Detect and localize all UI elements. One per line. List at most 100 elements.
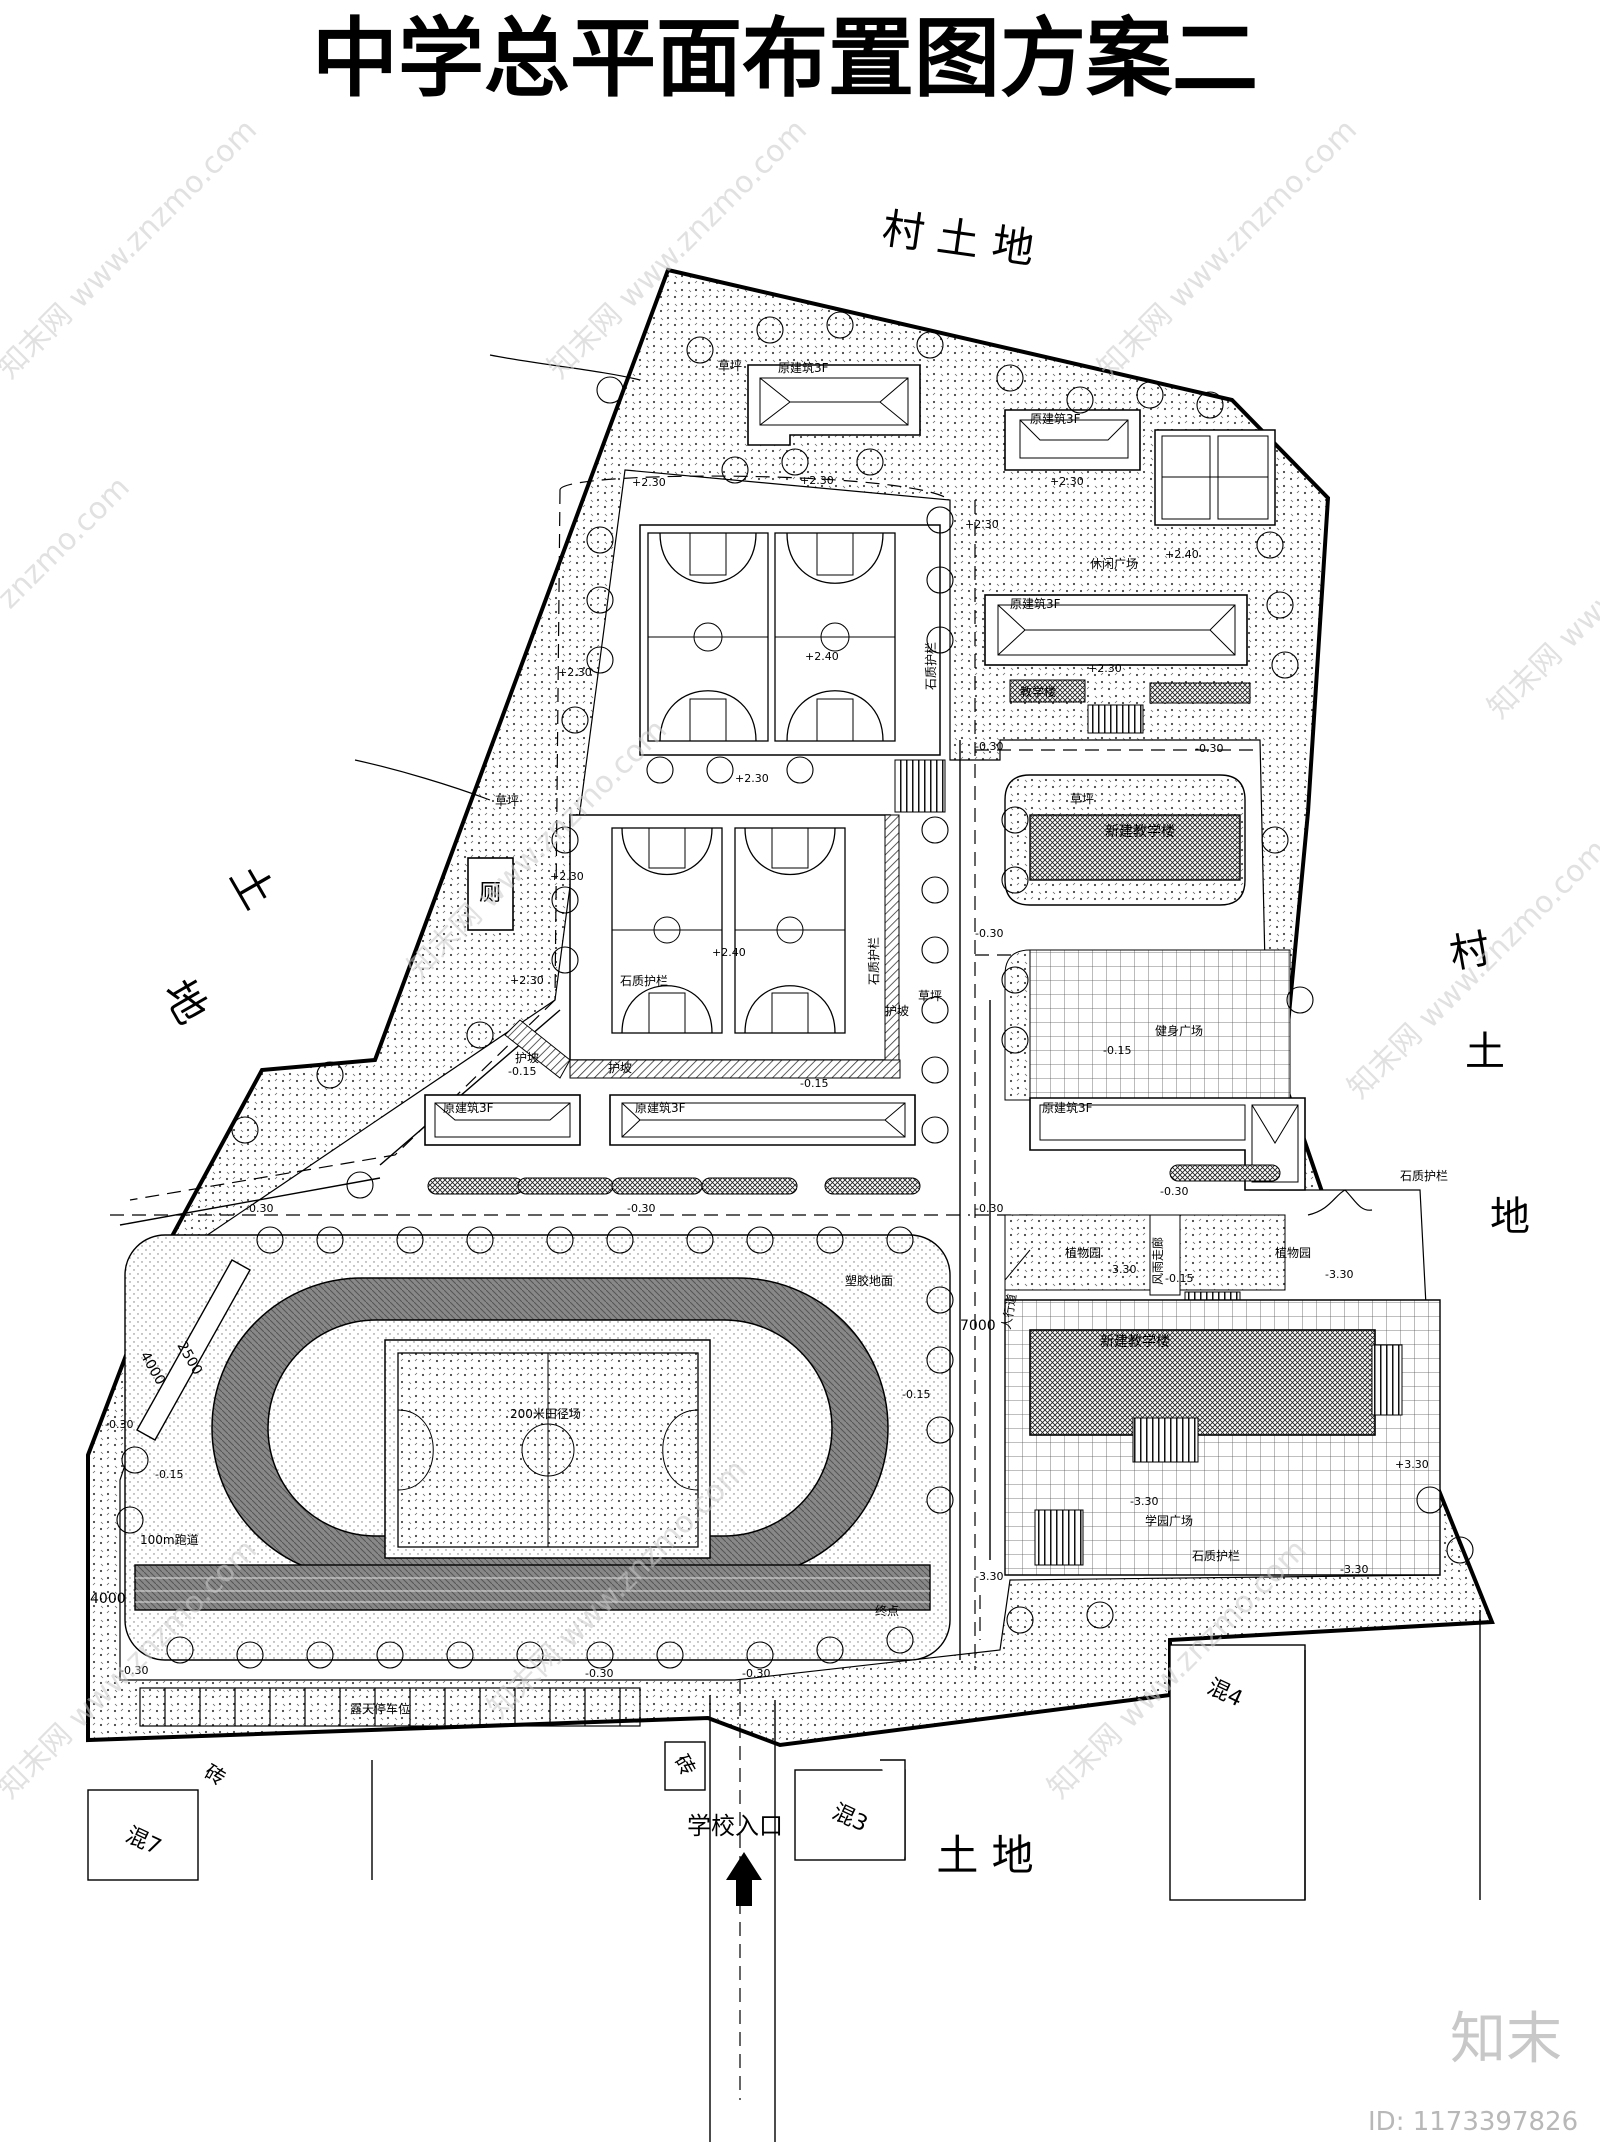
building-se bbox=[1029, 1097, 1306, 1191]
new-building-mid bbox=[1004, 774, 1246, 906]
label-stone-rail-4: 石质护栏 bbox=[1400, 1168, 1448, 1183]
entrance-label: 学校入口 bbox=[687, 1812, 783, 1840]
elev-8: +2.30 bbox=[510, 974, 544, 987]
basketball-courts-upper bbox=[639, 524, 941, 756]
basketball-courts-lower bbox=[504, 814, 901, 1079]
elev-25: -0.15 bbox=[800, 1077, 828, 1090]
watermark-1: 知末网 www.znzmo.com bbox=[0, 113, 264, 386]
label-old-bldg-east: 原建筑3F bbox=[1010, 596, 1061, 611]
fitness-plaza bbox=[1004, 949, 1291, 1101]
brand-logo: 知末 bbox=[1450, 2007, 1562, 2072]
elev-15: -0.30 bbox=[975, 927, 1003, 940]
elev-13: -0.30 bbox=[975, 740, 1003, 753]
label-old-bldg-north: 原建筑3F bbox=[778, 360, 829, 375]
building-east bbox=[984, 594, 1251, 734]
label-slope-2: 护坡 bbox=[608, 1061, 632, 1075]
label-leisure-plaza: 休闲广场 bbox=[1090, 557, 1138, 571]
label-campus-plaza: 学园广场 bbox=[1145, 1513, 1193, 1528]
watermark-4: znzmo.com bbox=[0, 470, 137, 616]
entrance-arrow-icon bbox=[726, 1852, 762, 1906]
elev-3: +2.30 bbox=[1050, 475, 1084, 488]
elev-24: -0.15 bbox=[508, 1065, 536, 1078]
elev-26: -0.15 bbox=[1103, 1044, 1131, 1057]
neighbor-buildings bbox=[87, 1610, 1481, 1901]
elev-27: -0.15 bbox=[902, 1388, 930, 1401]
gate-building bbox=[664, 1741, 706, 1791]
elev-7: +2.30 bbox=[550, 870, 584, 883]
neighbor-brick-1: 砖 bbox=[200, 1760, 229, 1791]
elev-35: -0.15 bbox=[1165, 1272, 1193, 1285]
external-lines bbox=[354, 354, 1373, 1216]
elev-28: -0.15 bbox=[155, 1468, 183, 1481]
label-east-bldg-gf: 教学楼 bbox=[1020, 684, 1056, 699]
long-jump-strip bbox=[136, 1259, 251, 1441]
page-title: 中学总平面布置图方案二 bbox=[312, 9, 1258, 109]
dim-road-width: 7000 bbox=[960, 1318, 996, 1334]
land-east-1: 村 bbox=[1446, 926, 1493, 978]
toilet-building: 厕 bbox=[467, 857, 514, 931]
track-field bbox=[124, 1234, 951, 1661]
elev-16: -0.30 bbox=[975, 1202, 1003, 1215]
elev-30: -3.30 bbox=[1325, 1268, 1353, 1281]
elev-12: +2.40 bbox=[1165, 548, 1199, 561]
elev-11: +2.40 bbox=[712, 946, 746, 959]
label-stadium: 200米田径场 bbox=[510, 1407, 581, 1421]
land-west-2: 地 bbox=[153, 971, 216, 1032]
elev-17: -0.30 bbox=[1160, 1185, 1188, 1198]
label-lawn-mid: 草坪 bbox=[1070, 792, 1094, 806]
stairs bbox=[894, 759, 946, 813]
buildings-west-row bbox=[424, 1094, 916, 1146]
label-new-bldg-mid: 新建教学楼 bbox=[1105, 824, 1175, 840]
watermark-3: 知末网 www.znzmo.com bbox=[1091, 113, 1364, 386]
dim-4000b: 4000 bbox=[90, 1591, 126, 1607]
label-old-bldg-sw1: 原建筑3F bbox=[443, 1100, 494, 1115]
label-old-bldg-ne: 原建筑3F bbox=[1030, 411, 1081, 426]
elev-31: -3.30 bbox=[1130, 1495, 1158, 1508]
parking-row bbox=[139, 1687, 641, 1727]
label-parking: 露天停车位 bbox=[350, 1701, 410, 1716]
label-lawn-east: 草坪 bbox=[918, 989, 942, 1003]
elev-33: -3.30 bbox=[1340, 1563, 1368, 1576]
label-slope-1: 护坡 bbox=[885, 1004, 909, 1018]
elev-23: -0.30 bbox=[742, 1667, 770, 1680]
se-complex bbox=[1004, 1214, 1441, 1576]
trees bbox=[116, 311, 1474, 1669]
small-courts-ne bbox=[1154, 429, 1276, 526]
label-stone-rail-2: 石质护栏 bbox=[923, 642, 938, 690]
elev-14: -0.30 bbox=[1195, 742, 1223, 755]
building-ne bbox=[1004, 409, 1141, 471]
elev-22: -0.30 bbox=[585, 1667, 613, 1680]
toilet-label: 厕 bbox=[479, 881, 501, 906]
label-lawn-north: 草坪 bbox=[718, 359, 742, 373]
land-east-2: 土 bbox=[1465, 1029, 1505, 1075]
elev-10: +2.40 bbox=[805, 650, 839, 663]
image-id: ID: 1173397826 bbox=[1368, 2107, 1578, 2137]
label-garden-2: 植物园 bbox=[1275, 1245, 1311, 1260]
elev-1: +2.30 bbox=[632, 476, 666, 489]
building-north bbox=[747, 364, 921, 446]
land-east-3: 地 bbox=[1490, 1194, 1530, 1240]
land-north: 村 土 地 bbox=[879, 204, 1037, 274]
elevation-marks: +2.30 +2.30 +2.30 +2.30 +2.30 +2.30 +2.3… bbox=[105, 474, 1429, 1680]
elev-29: -3.30 bbox=[1108, 1263, 1136, 1276]
land-west-1: 土 bbox=[220, 856, 283, 917]
elev-34: -3.30 bbox=[975, 1570, 1003, 1583]
label-stone-rail-3: 石质护栏 bbox=[866, 937, 881, 985]
label-new-bldg-south: 新建教学楼 bbox=[1100, 1334, 1170, 1350]
label-lawn-west: 草坪 bbox=[495, 794, 519, 808]
label-old-bldg-sw2: 原建筑3F bbox=[635, 1100, 686, 1115]
elev-32: +3.30 bbox=[1395, 1458, 1429, 1471]
hedge-rows bbox=[427, 1164, 1281, 1195]
elev-19: -0.30 bbox=[627, 1202, 655, 1215]
elev-6: +2.30 bbox=[735, 772, 769, 785]
elev-4: +2.30 bbox=[965, 518, 999, 531]
label-stone-rail-1: 石质护栏 bbox=[620, 973, 668, 988]
elev-21: -0.30 bbox=[120, 1664, 148, 1677]
label-covered-way: 风雨走廊 bbox=[1150, 1237, 1165, 1285]
watermark-10: 知末网 www.znzmo.com bbox=[1481, 453, 1600, 726]
label-plastic-ground: 塑胶地面 bbox=[845, 1273, 893, 1288]
label-garden-1: 植物园 bbox=[1065, 1245, 1101, 1260]
land-south: 土 地 bbox=[936, 1831, 1033, 1880]
label-old-bldg-se: 原建筑3F bbox=[1042, 1100, 1093, 1115]
